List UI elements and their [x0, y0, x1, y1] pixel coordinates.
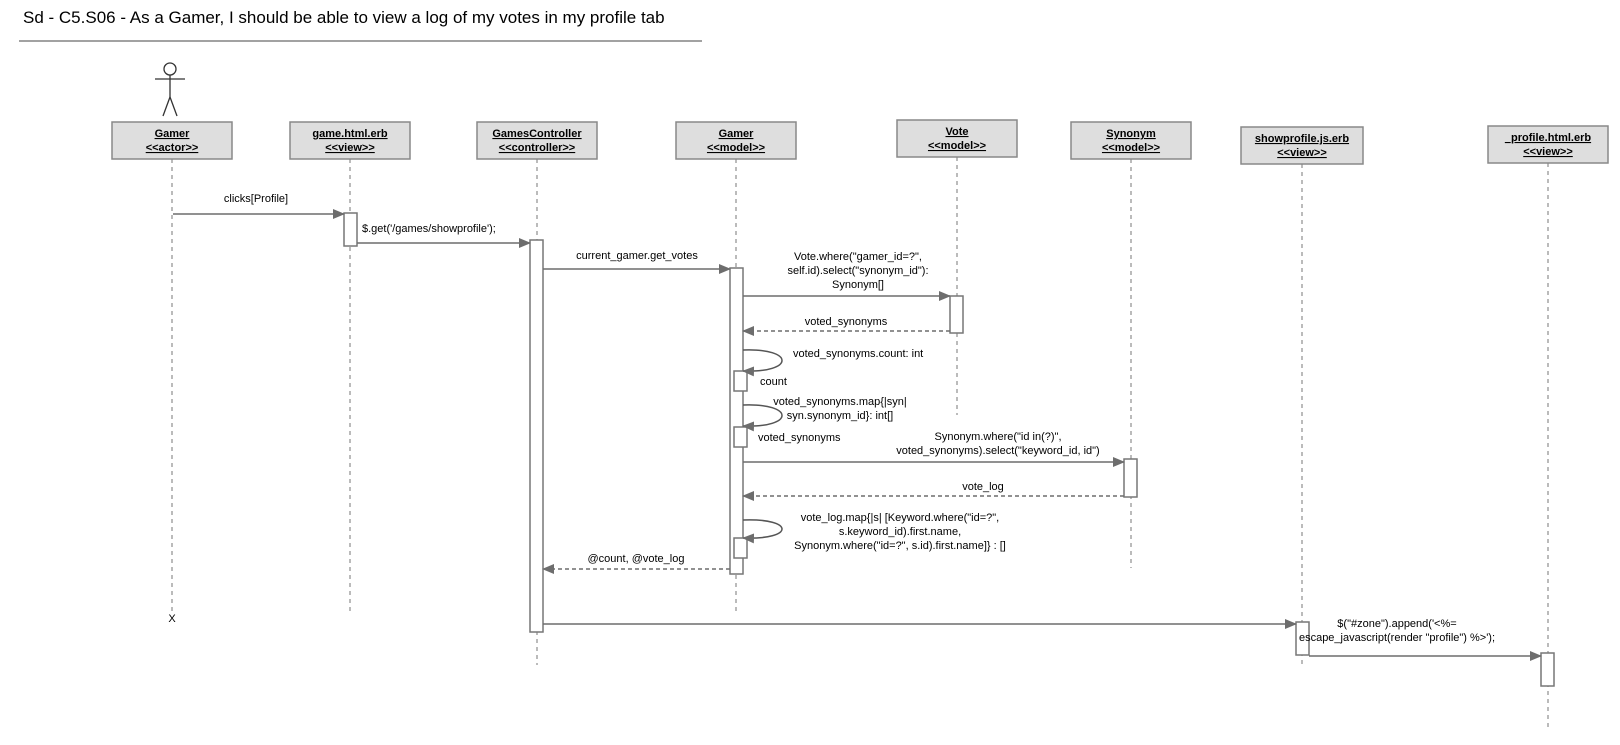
activation-bar: [949, 295, 964, 334]
participant-name: GamesController: [492, 128, 582, 140]
message-label: Synonym.where("id in(?)",: [934, 431, 1061, 443]
participant-stereotype: <<view>>: [1277, 147, 1327, 159]
participant-name: showprofile.js.erb: [1255, 133, 1349, 145]
participant-box: [896, 119, 1018, 158]
activation-bar: [1295, 621, 1310, 656]
self-message-arrow: [742, 404, 783, 432]
participant-box: [111, 121, 233, 160]
message-label: voted_synonyms: [805, 316, 888, 328]
self-message-arrow: [742, 349, 783, 377]
message-label: current_gamer.get_votes: [576, 250, 698, 262]
participant-stereotype: <<controller>>: [499, 142, 575, 154]
message-label: vote_log.map{|s| [Keyword.where("id=?",: [801, 512, 1000, 524]
message-label: voted_synonyms.count: int: [793, 348, 923, 360]
participant-box: [675, 121, 797, 160]
message-label: @count, @vote_log: [588, 553, 685, 565]
participant-gamer_model: Gamer <<model>>: [675, 121, 797, 160]
message-label: count: [760, 376, 787, 388]
message-label: voted_synonyms).select("keyword_id, id"): [896, 445, 1099, 457]
participant-stereotype: <<model>>: [928, 140, 986, 152]
participant-name: game.html.erb: [312, 128, 387, 140]
participant-name: Synonym: [1106, 128, 1156, 140]
participant-stereotype: <<view>>: [1523, 146, 1573, 158]
participant-box: [1487, 125, 1609, 164]
participant-box: [1070, 121, 1192, 160]
self-message-arrow: [742, 519, 783, 544]
message-label: self.id).select("synonym_id"):: [787, 265, 928, 277]
participant-box: [1240, 126, 1364, 165]
diagram-title: Sd - C5.S06 - As a Gamer, I should be ab…: [23, 8, 665, 27]
message-label: voted_synonyms.map{|syn|: [773, 396, 907, 408]
activation-bar: [343, 212, 358, 247]
activation-bar: [733, 426, 748, 448]
participant-gamer_actor: Gamer <<actor>>: [111, 121, 233, 160]
activation-bar: [733, 370, 748, 392]
participant-showprofile_view: showprofile.js.erb <<view>>: [1240, 126, 1364, 165]
participant-name: Gamer: [155, 128, 191, 140]
participant-synonym_model: Synonym <<model>>: [1070, 121, 1192, 160]
activation-bar: [529, 239, 544, 633]
activation-bar: [733, 537, 748, 559]
activation-bar: [1123, 458, 1138, 498]
message-label: syn.synonym_id}: int[]: [787, 410, 893, 422]
activation-bar: [1540, 652, 1555, 687]
participant-name: _profile.html.erb: [1504, 132, 1591, 144]
message-label: vote_log: [962, 481, 1004, 493]
participant-box: [476, 121, 598, 160]
participant-box: [289, 121, 411, 160]
message-label: s.keyword_id).first.name,: [839, 526, 961, 538]
participant-stereotype: <<model>>: [1102, 142, 1160, 154]
message-label: voted_synonyms: [758, 432, 841, 444]
participant-profile_view: _profile.html.erb <<view>>: [1487, 125, 1609, 164]
participant-game_view: game.html.erb <<view>>: [289, 121, 411, 160]
participant-stereotype: <<actor>>: [146, 142, 199, 154]
message-label: $.get('/games/showprofile');: [362, 223, 496, 235]
participant-stereotype: <<model>>: [707, 142, 765, 154]
participant-vote_model: Vote <<model>>: [896, 119, 1018, 158]
message-label: clicks[Profile]: [224, 193, 288, 205]
message-label: Synonym[]: [832, 279, 884, 291]
message-label: Vote.where("gamer_id=?",: [794, 251, 922, 263]
participant-name: Vote: [945, 126, 968, 138]
message-label: $("#zone").append('<%=: [1337, 618, 1456, 630]
destroy-marker: X: [168, 613, 176, 625]
participant-name: Gamer: [719, 128, 755, 140]
participant-games_controller: GamesController <<controller>>: [476, 121, 598, 160]
actor-stick-figure-icon: [155, 62, 185, 117]
message-label: Synonym.where("id=?", s.id).first.name]}…: [794, 540, 1006, 552]
participant-stereotype: <<view>>: [325, 142, 375, 154]
message-label: escape_javascript(render "profile") %>')…: [1299, 632, 1495, 644]
activation-bar: [729, 267, 744, 575]
